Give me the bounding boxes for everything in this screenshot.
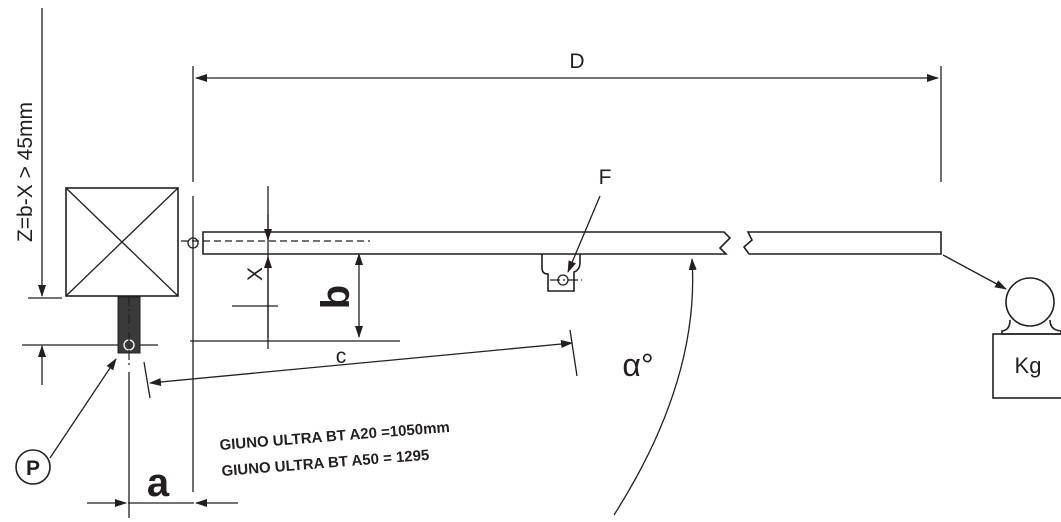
dimension-x-b: X b [190, 186, 400, 349]
label-z-formula: Z=b-X > 45mm [14, 102, 37, 242]
label-angle: α° [622, 347, 653, 383]
leader-f: F [567, 166, 612, 273]
dimension-c: c [143, 329, 578, 399]
label-a: a [147, 461, 170, 505]
weight-block: Kg [942, 254, 1061, 399]
pivot-marker: P [15, 358, 117, 485]
note-a50: GIUNO ULTRA BT A50 = 1295 [221, 447, 430, 480]
label-d: D [569, 50, 584, 73]
boom-arm [181, 231, 942, 255]
dimension-a: a [87, 372, 238, 518]
label-c: c [336, 345, 347, 368]
motor-housing [65, 187, 179, 297]
label-p: P [26, 457, 40, 480]
label-b: b [314, 285, 358, 309]
motor-output-shaft [117, 296, 141, 368]
dimension-d: D [192, 50, 942, 492]
dimension-z: Z=b-X > 45mm [14, 8, 158, 385]
model-notes: GIUNO ULTRA BT A20 =1050mm GIUNO ULTRA B… [219, 419, 450, 480]
label-kg: Kg [1015, 353, 1042, 378]
angle-arc: α° [613, 258, 697, 516]
label-x: X [244, 267, 267, 281]
label-f: F [599, 166, 612, 189]
fixing-bracket [541, 254, 582, 292]
